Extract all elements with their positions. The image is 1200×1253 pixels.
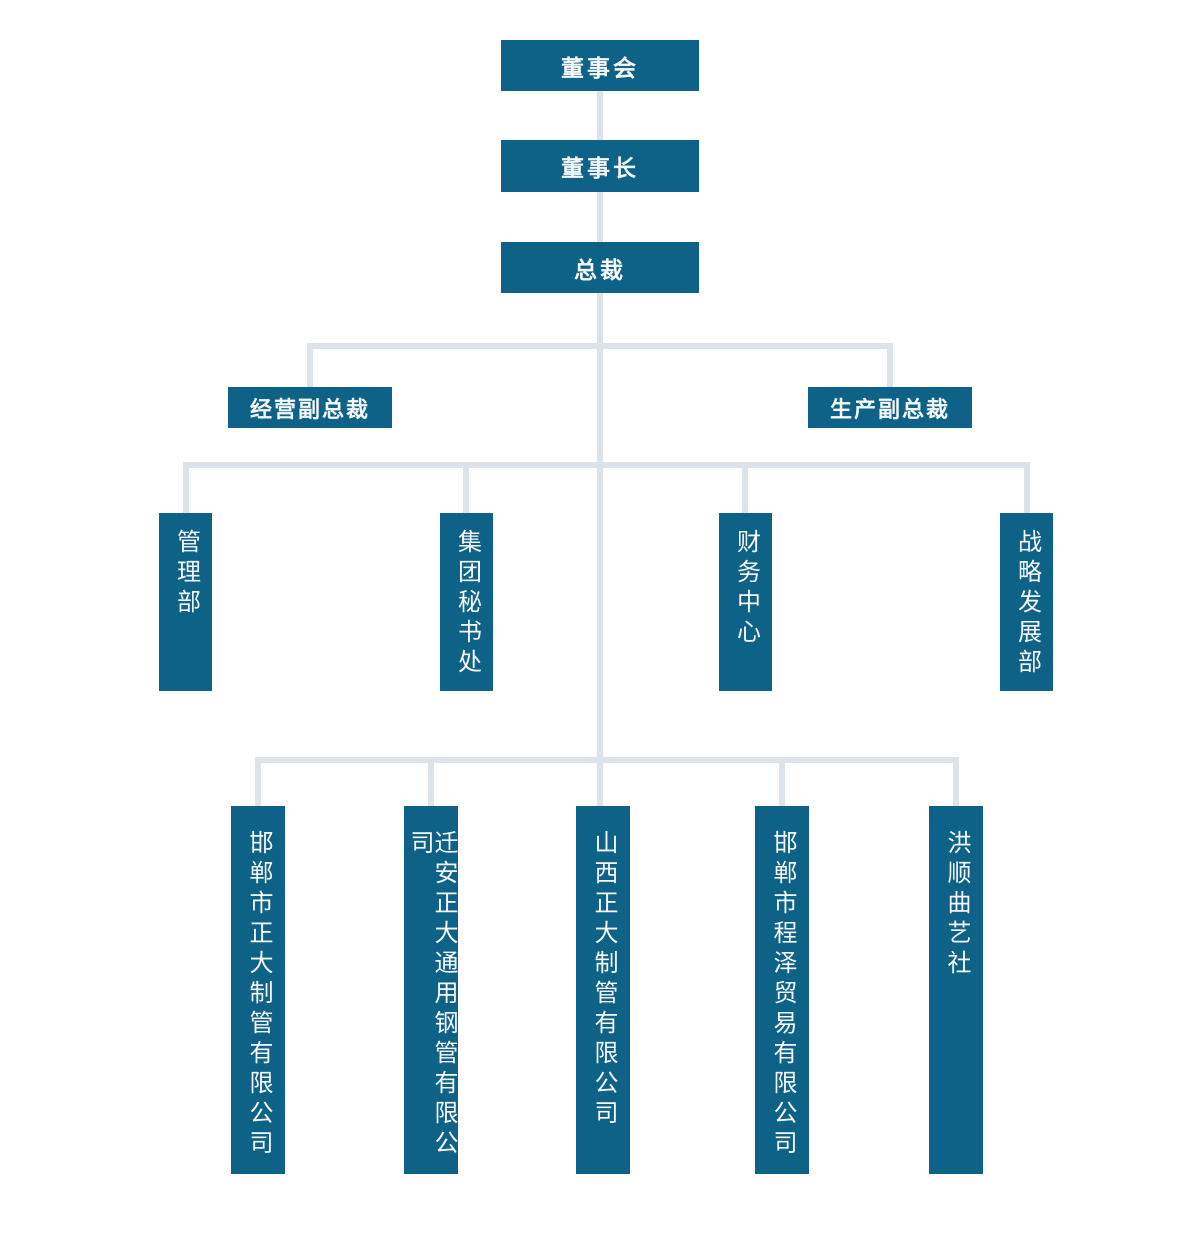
connector-board-chairman	[597, 91, 603, 141]
node-label: 总裁	[574, 257, 626, 283]
node-sub-handan-chengze-trading: 邯郸市程泽贸易有限公司	[755, 806, 809, 1174]
node-sub-hongshun-quyi-club: 洪顺曲艺社	[929, 806, 983, 1174]
node-label: 管理部	[172, 529, 200, 619]
node-board-of-directors: 董事会	[501, 40, 699, 91]
node-label: 邯郸市正大制管有限公司	[245, 830, 272, 1160]
connector-vp-left-drop	[307, 343, 313, 388]
connector-vp-right-drop	[887, 343, 893, 388]
node-vp-production: 生产副总裁	[808, 387, 972, 428]
node-label: 生产副总裁	[829, 396, 950, 422]
connector-dept3-drop	[742, 462, 748, 514]
connector-sub3-drop	[597, 757, 603, 807]
node-dept-group-secretariat: 集团秘书处	[440, 513, 493, 691]
node-label: 邯郸市程泽贸易有限公司	[769, 830, 796, 1160]
connector-sub5-drop	[953, 757, 959, 807]
node-label: 迁安正大通用钢管有限公司	[406, 830, 457, 1160]
node-label: 山西正大制管有限公司	[590, 830, 617, 1130]
node-label: 洪顺曲艺社	[943, 830, 970, 980]
connector-president-trunk	[597, 292, 603, 760]
node-sub-qianan-zhengda-steel-pipe: 迁安正大通用钢管有限公司	[404, 806, 458, 1174]
connector-subsidiary-horizontal	[255, 757, 959, 763]
node-dept-finance-center: 财务中心	[719, 513, 772, 691]
node-president: 总裁	[501, 242, 699, 293]
node-sub-shanxi-zhengda-pipe: 山西正大制管有限公司	[576, 806, 630, 1174]
node-label: 董事会	[561, 55, 639, 81]
connector-dept4-drop	[1024, 462, 1030, 514]
connector-sub4-drop	[779, 757, 785, 807]
connector-dept1-drop	[183, 462, 189, 514]
connector-dept-horizontal	[183, 462, 1030, 468]
node-label: 财务中心	[732, 529, 760, 649]
node-dept-management: 管理部	[159, 513, 212, 691]
node-label: 战略发展部	[1013, 529, 1041, 679]
node-label: 董事长	[561, 156, 639, 181]
node-sub-handan-zhengda-pipe: 邯郸市正大制管有限公司	[231, 806, 285, 1174]
node-label: 经营副总裁	[249, 396, 370, 422]
connector-vp-horizontal	[307, 343, 893, 349]
connector-dept2-drop	[463, 462, 469, 514]
node-chairman: 董事长	[501, 140, 699, 192]
connector-sub2-drop	[428, 757, 434, 807]
connector-chairman-president	[597, 192, 603, 243]
node-label: 集团秘书处	[453, 529, 481, 679]
node-vp-operations: 经营副总裁	[228, 387, 392, 428]
connector-sub1-drop	[255, 757, 261, 807]
node-dept-strategic-development: 战略发展部	[1000, 513, 1053, 691]
